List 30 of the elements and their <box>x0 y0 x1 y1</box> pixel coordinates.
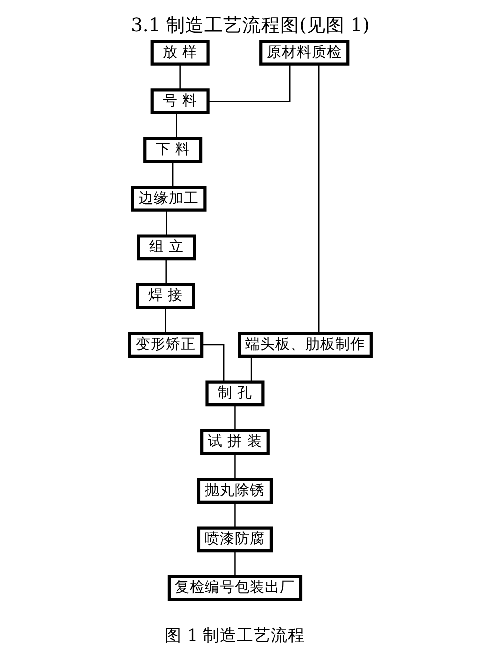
connector <box>179 64 180 90</box>
node-box: 喷漆防腐 <box>196 526 273 553</box>
node-box: 组 立 <box>136 234 196 261</box>
connector <box>165 259 166 285</box>
connector <box>172 162 174 188</box>
caption: 图 1 制造工艺流程 <box>164 626 305 646</box>
node-box: 变形矫正 <box>128 332 204 358</box>
connector <box>234 454 236 480</box>
node-box: 端头板、肋板制作 <box>238 332 372 358</box>
connector <box>234 405 236 431</box>
connector <box>164 308 166 334</box>
node-box: 放 样 <box>150 40 210 66</box>
node-box: 制 孔 <box>205 380 264 407</box>
connector <box>166 210 167 236</box>
connector <box>234 552 236 577</box>
connector <box>202 344 224 382</box>
connector <box>318 64 320 334</box>
node-box: 试 拼 装 <box>200 429 270 456</box>
node-box: 边缘加工 <box>130 186 206 212</box>
connector <box>250 356 252 382</box>
node-box: 下 料 <box>143 137 202 164</box>
node-box: 原材料质检 <box>259 40 350 66</box>
connector <box>208 64 290 102</box>
node-box: 焊 接 <box>136 283 195 310</box>
connector <box>176 113 177 139</box>
connector <box>234 502 236 528</box>
node-box: 抛丸除锈 <box>196 478 273 504</box>
diagram-title: 3.1 制造工艺流程图(见图 1) <box>130 16 370 37</box>
node-box: 号 料 <box>150 88 210 115</box>
node-box: 复检编号包装出厂 <box>167 575 302 602</box>
